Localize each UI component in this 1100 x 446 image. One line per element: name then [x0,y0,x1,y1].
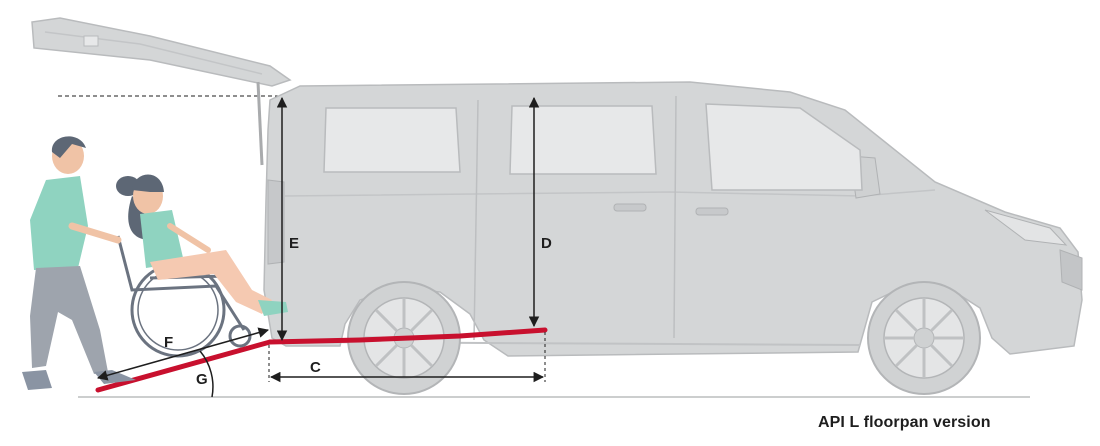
front-wheel [867,281,981,395]
diagram-caption: API L floorpan version [818,414,991,431]
seated-person [116,174,288,316]
wheelchair [116,235,252,358]
open-tailgate [31,17,292,166]
dimension-e-label: E [289,235,299,252]
dimension-d-label: D [541,235,552,252]
dimension-f: F [96,327,270,381]
dimension-g-label: G [196,371,208,388]
dimension-e: E [276,96,299,342]
van-body [263,81,1083,357]
van-windows [323,103,863,191]
dimension-g: G [196,350,214,398]
dimension-d: D [528,96,552,328]
standing-person [22,136,136,390]
dimension-c-label: C [310,359,321,376]
dimension-f-label: F [164,334,173,351]
